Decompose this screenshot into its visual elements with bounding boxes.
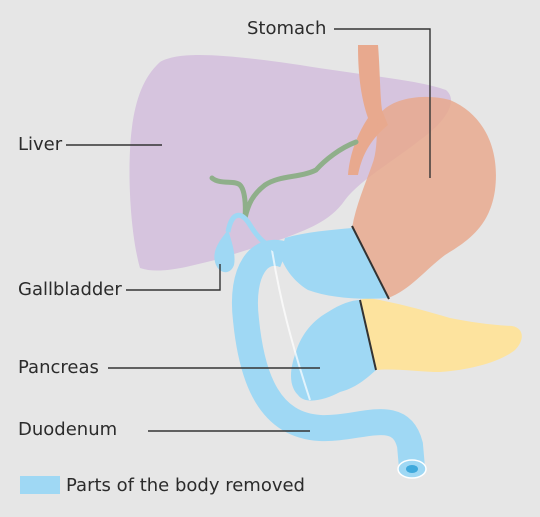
legend-text: Parts of the body removed xyxy=(66,475,305,496)
hepatic-duct-right xyxy=(242,139,359,221)
hepatic-duct-left xyxy=(209,175,248,221)
pancreas-remaining-shape xyxy=(360,298,522,372)
duodenum-lumen xyxy=(406,465,418,473)
label-gallbladder: Gallbladder xyxy=(18,279,122,300)
pancreas-cut-line xyxy=(359,299,377,371)
duodenum-inner-line xyxy=(271,249,311,401)
bile-ducts xyxy=(209,139,359,221)
removed-pancreas-head xyxy=(291,300,376,401)
stomach-shape xyxy=(352,96,496,299)
leader-lines xyxy=(66,28,431,432)
label-liver: Liver xyxy=(18,134,63,155)
stomach-cut-line xyxy=(351,225,390,300)
stomach-leader xyxy=(334,28,431,178)
label-stomach: Stomach xyxy=(247,18,327,39)
label-pancreas: Pancreas xyxy=(18,357,99,378)
gallbladder-leader xyxy=(126,264,221,291)
removed-duodenum xyxy=(231,239,425,470)
legend-swatch xyxy=(20,476,60,494)
cystic-duct xyxy=(225,212,282,255)
label-duodenum: Duodenum xyxy=(18,419,118,440)
removed-gallbladder xyxy=(214,230,235,273)
